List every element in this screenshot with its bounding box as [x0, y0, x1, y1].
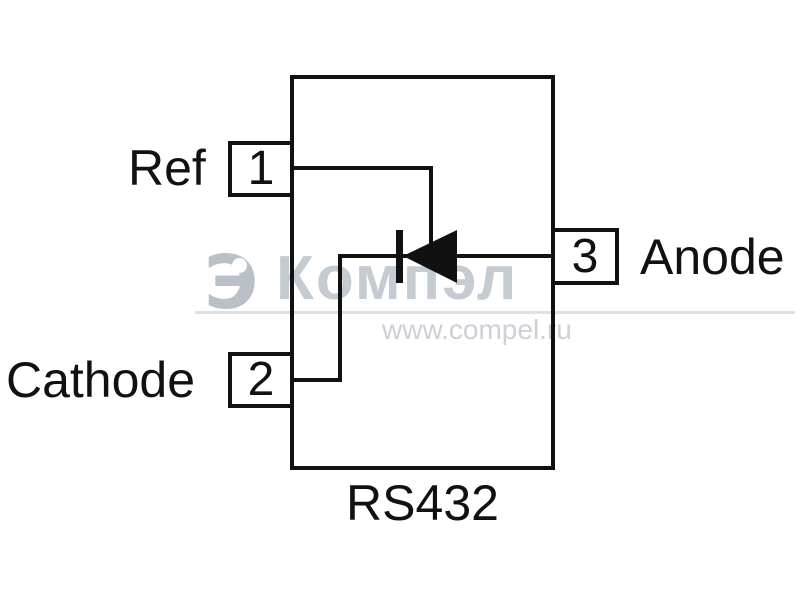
pin-1-box: 1	[228, 141, 294, 197]
ref-wire-vertical	[429, 166, 433, 258]
watermark-url-text: www.compel.ru	[382, 314, 572, 345]
compel-logo-icon: Э	[204, 240, 259, 326]
pin-1-number: 1	[247, 142, 275, 195]
pin-2-number: 2	[247, 353, 275, 406]
pin-label-anode: Anode	[640, 229, 785, 285]
pin-label-cathode: Cathode	[6, 352, 196, 408]
cathode-wire-vertical	[338, 254, 342, 382]
part-number-label: RS432	[346, 475, 499, 531]
watermark-underline	[195, 311, 795, 314]
diode-triangle-icon	[403, 230, 457, 283]
cathode-wire-horizontal	[290, 378, 342, 382]
pin-3-box: 3	[551, 228, 619, 285]
pin-2-box: 2	[228, 352, 294, 408]
pin-3-number: 3	[571, 229, 599, 283]
diode-cathode-bar	[396, 230, 403, 283]
ref-wire-horizontal	[290, 166, 433, 170]
compel-logo-dot	[232, 258, 247, 273]
pin-label-ref: Ref	[128, 140, 206, 196]
